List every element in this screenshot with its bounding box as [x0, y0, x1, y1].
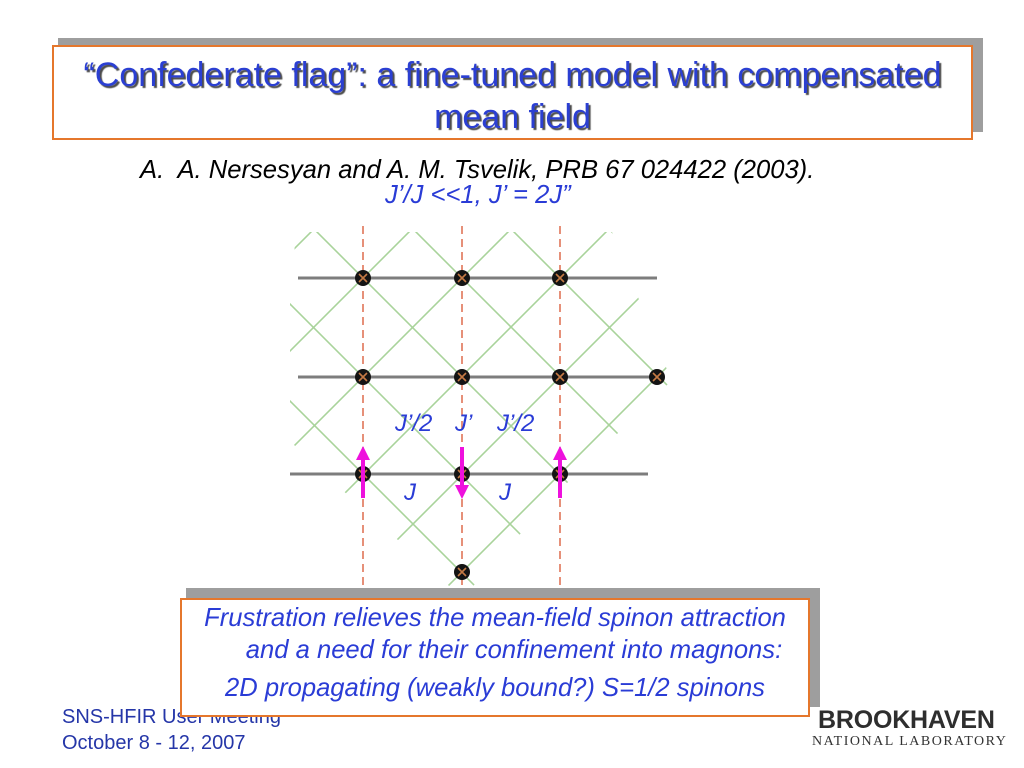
lattice-site	[649, 369, 665, 385]
footer-dates: October 8 - 12, 2007	[62, 732, 246, 754]
diagonal-bond-line	[481, 232, 668, 594]
lattice-site	[355, 270, 371, 286]
interchain-dashed-lines	[362, 226, 561, 600]
lattice-site	[552, 369, 568, 385]
brookhaven-logo-subtitle: NATIONAL LABORATORY	[812, 734, 1008, 749]
label-jprime-half-left: J’/2	[394, 410, 432, 437]
title-line-2: mean field	[434, 98, 591, 136]
brookhaven-logo-wordmark: BROOKHAVEN	[818, 706, 995, 734]
lattice-site	[552, 270, 568, 286]
callout-box: Frustration relieves the mean-field spin…	[180, 598, 810, 717]
callout-line-3: 2D propagating (weakly bound?) S=1/2 spi…	[225, 674, 765, 702]
spin-up-arrow-icon	[553, 446, 567, 498]
bond-labels: J’/2 J’ J’/2 J J	[394, 410, 534, 506]
lattice-sites	[355, 270, 665, 580]
label-jprime: J’	[454, 410, 473, 437]
citation: A. A. Nersesyan and A. M. Tsvelik, PRB 6…	[140, 156, 815, 184]
lattice-site	[454, 369, 470, 385]
label-jprime-half-right: J’/2	[496, 410, 534, 437]
diagonal-bond-line	[290, 232, 541, 594]
diagonal-bond-line	[579, 232, 668, 594]
label-j-right: J	[498, 479, 512, 506]
diagonal-bond-line	[383, 232, 668, 594]
title-box: “Confederate flag”: a fine-tuned model w…	[52, 45, 973, 140]
label-j-left: J	[403, 479, 417, 506]
diagonal-bond-line	[290, 232, 442, 594]
lattice-site	[454, 270, 470, 286]
title-line-1: “Confederate flag”: a fine-tuned model w…	[83, 56, 942, 94]
diagonal-bond-line	[290, 232, 344, 594]
diagonal-bond-line	[290, 232, 530, 594]
callout-line-2: and a need for their confinement into ma…	[245, 636, 783, 664]
callout-line-1: Frustration relieves the mean-field spin…	[204, 604, 786, 632]
chain-lines	[290, 276, 663, 476]
lattice-site	[454, 564, 470, 580]
coupling-condition: J’/J <<1, J’ = 2J”	[385, 181, 571, 209]
spin-down-arrow-icon	[455, 447, 469, 499]
lattice-site	[355, 369, 371, 385]
spin-arrows	[356, 446, 567, 499]
spin-up-arrow-icon	[356, 446, 370, 498]
